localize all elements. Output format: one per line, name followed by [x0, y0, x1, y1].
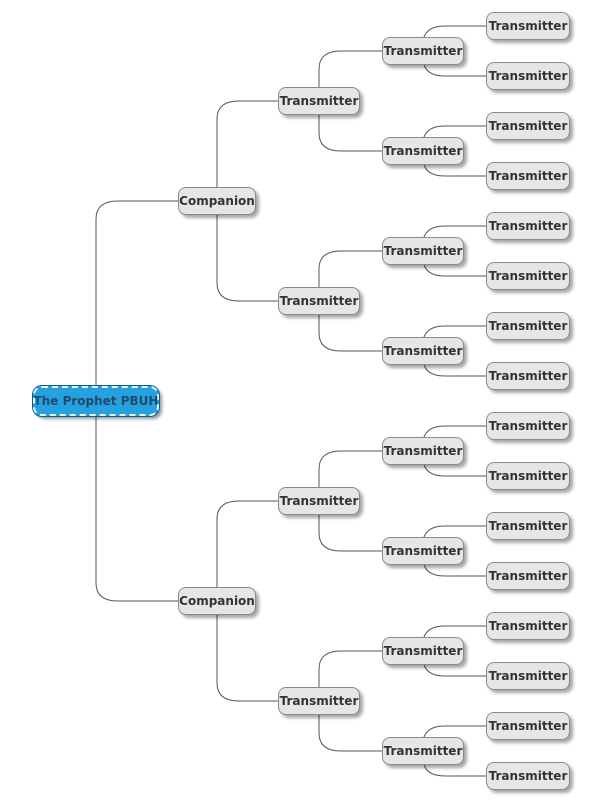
tree-edge [216, 100, 278, 201]
transmitter-node: Transmitter [486, 762, 570, 790]
transmitter-node: Transmitter [486, 412, 570, 440]
tree-edge [95, 200, 178, 401]
tree-edge [318, 501, 382, 552]
companion-node: Companion [178, 587, 256, 615]
tree-edge [95, 401, 178, 602]
transmitter-node: Transmitter [486, 662, 570, 690]
transmitter-node: Transmitter [486, 562, 570, 590]
transmitter-node: Transmitter [382, 637, 464, 665]
tree-edge [318, 250, 382, 301]
tree-edge [318, 101, 382, 152]
transmitter-node: Transmitter [382, 337, 464, 365]
transmitter-node: Transmitter [486, 162, 570, 190]
tree-edge [216, 500, 278, 601]
root-node: The Prophet PBUH [33, 386, 159, 416]
transmitter-node: Transmitter [382, 37, 464, 65]
transmitter-node: Transmitter [486, 462, 570, 490]
transmitter-node: Transmitter [278, 487, 360, 515]
transmitter-node: Transmitter [382, 737, 464, 765]
transmitter-node: Transmitter [486, 712, 570, 740]
tree-edge [318, 450, 382, 501]
transmitter-node: Transmitter [486, 62, 570, 90]
transmitter-node: Transmitter [382, 137, 464, 165]
transmitter-node: Transmitter [486, 112, 570, 140]
transmitter-node: Transmitter [486, 262, 570, 290]
transmitter-node: Transmitter [278, 87, 360, 115]
transmitter-node: Transmitter [278, 287, 360, 315]
tree-edge [318, 50, 382, 101]
tree-edge [216, 601, 278, 702]
transmitter-node: Transmitter [486, 212, 570, 240]
transmitter-node: Transmitter [486, 362, 570, 390]
transmitter-node: Transmitter [486, 312, 570, 340]
transmitter-node: Transmitter [278, 687, 360, 715]
companion-node: Companion [178, 187, 256, 215]
tree-edge [318, 301, 382, 352]
transmitter-node: Transmitter [382, 537, 464, 565]
transmitter-node: Transmitter [382, 237, 464, 265]
transmitter-node: Transmitter [486, 12, 570, 40]
transmitter-node: Transmitter [486, 512, 570, 540]
tree-edge [318, 650, 382, 701]
transmitter-node: Transmitter [382, 437, 464, 465]
tree-edge [318, 701, 382, 752]
transmitter-node: Transmitter [486, 612, 570, 640]
tree-edge [216, 201, 278, 302]
